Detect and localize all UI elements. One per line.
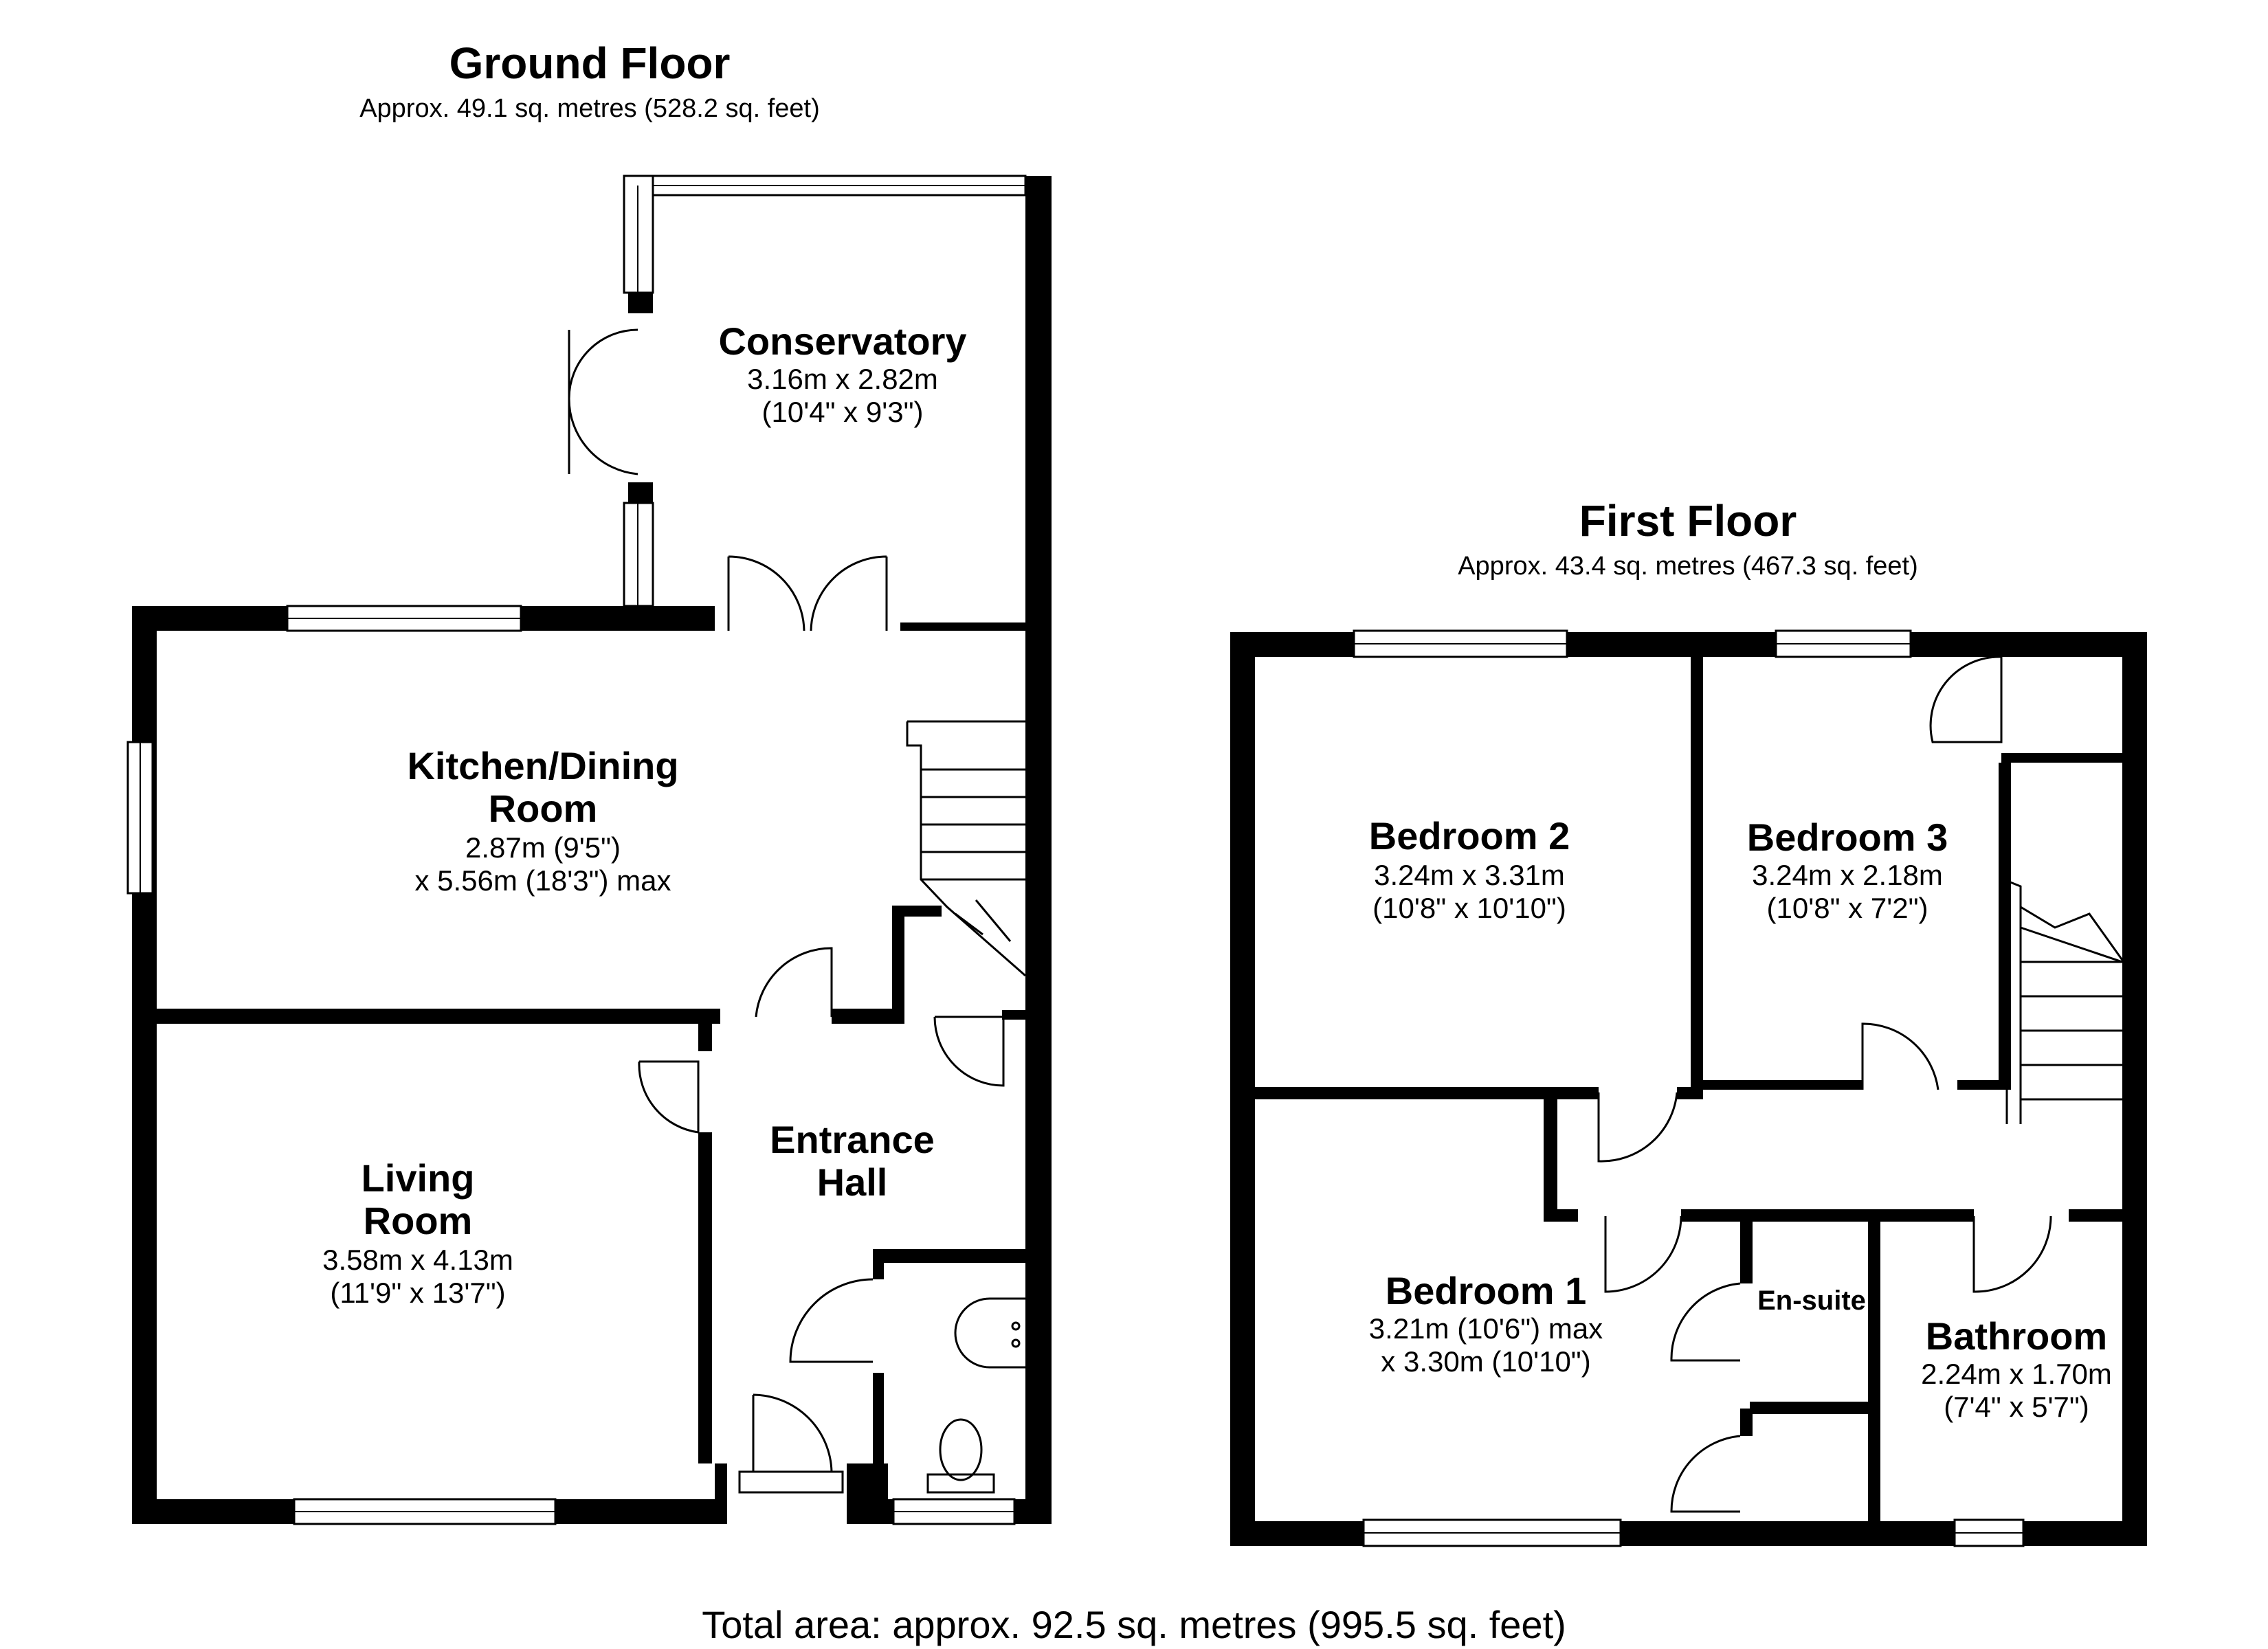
bedroom3-name: Bedroom 3 <box>1747 816 1948 859</box>
wash-basin <box>954 1297 1025 1369</box>
wall <box>1750 1402 1874 1414</box>
wall <box>832 1009 900 1024</box>
staircase <box>2005 879 2125 1124</box>
living-dim2: (11'9" x 13'7") <box>330 1277 505 1309</box>
door-swing <box>1670 1435 1741 1513</box>
ground-floor-plan <box>126 175 1052 1525</box>
living-dim1: 3.58m x 4.13m <box>322 1244 513 1276</box>
wall <box>1740 1222 1753 1283</box>
conservatory-dim1: 3.16m x 2.82m <box>747 363 938 395</box>
wall <box>698 1132 712 1463</box>
wall <box>873 1249 884 1279</box>
conservatory-name: Conservatory <box>718 319 966 363</box>
door-swing <box>1929 655 2003 743</box>
wall <box>715 1463 727 1524</box>
bathroom-name: Bathroom <box>1926 1314 2107 1358</box>
kitchen-name-line1: Kitchen/Dining <box>407 744 678 787</box>
wall <box>873 1249 1025 1263</box>
wall <box>1025 176 1052 1524</box>
door-swing <box>727 555 805 631</box>
wall <box>1740 1409 1753 1436</box>
wall <box>892 906 942 917</box>
kitchen-name-line2: Room <box>489 787 598 830</box>
conservatory-dim2: (10'4" x 9'3") <box>762 396 924 428</box>
wall <box>1544 1099 1557 1216</box>
ensuite-name: En-suite <box>1757 1286 1866 1316</box>
wall <box>1691 657 1703 1090</box>
living-name-line2: Room <box>364 1199 473 1242</box>
wall <box>873 1373 884 1499</box>
wall <box>1868 1222 1880 1521</box>
ground-floor-title: Ground Floor <box>449 38 731 88</box>
door-swing <box>752 1393 833 1472</box>
bedroom1-dim2: x 3.30m (10'10") <box>1381 1345 1590 1378</box>
door-swing <box>1861 1022 1939 1090</box>
wall <box>1230 632 1255 1546</box>
wall <box>157 1009 720 1024</box>
wall <box>1681 1209 1974 1222</box>
wall <box>1002 1010 1025 1020</box>
kitchen-dim1: 2.87m (9'5") <box>465 831 621 864</box>
door-swing <box>1670 1282 1741 1362</box>
kitchen-dim2: x 5.56m (18'3") max <box>414 864 671 897</box>
bedroom1-dim1: 3.21m (10'6") max <box>1369 1312 1603 1345</box>
door-swing <box>1604 1215 1682 1293</box>
door-swing <box>1597 1092 1678 1163</box>
toilet <box>926 1418 995 1494</box>
door-swing <box>789 1278 874 1363</box>
wall <box>698 1024 712 1051</box>
first-floor-area: Approx. 43.4 sq. metres (467.3 sq. feet) <box>1458 552 1918 581</box>
door-swing <box>568 398 638 475</box>
ground-floor-area: Approx. 49.1 sq. metres (528.2 sq. feet) <box>359 94 820 123</box>
wall <box>1999 763 2011 1090</box>
total-area: Total area: approx. 92.5 sq. metres (995… <box>702 1603 1566 1646</box>
wall <box>1544 1209 1578 1222</box>
hall-name-line2: Hall <box>817 1160 888 1204</box>
door-swing <box>638 1060 700 1134</box>
first-floor-plan <box>1230 629 2147 1547</box>
door-swing <box>568 328 638 399</box>
door-swing <box>810 555 888 631</box>
bedroom3-dim2: (10'8" x 7'2") <box>1767 892 1928 924</box>
bathroom-dim1: 2.24m x 1.70m <box>1921 1358 2112 1390</box>
wall <box>892 906 904 1024</box>
wall <box>1255 1087 1599 1099</box>
wall <box>628 293 653 313</box>
wall <box>2069 1209 2122 1222</box>
wall <box>2001 753 2122 763</box>
window <box>738 1470 844 1494</box>
bedroom3-dim1: 3.24m x 2.18m <box>1752 859 1943 891</box>
bedroom2-name: Bedroom 2 <box>1369 814 1570 857</box>
first-floor-title: First Floor <box>1579 496 1797 546</box>
staircase <box>906 720 1026 977</box>
wall <box>1703 1080 1863 1090</box>
hall-name-line1: Entrance <box>770 1118 935 1161</box>
wall <box>628 482 653 503</box>
wall <box>2122 632 2147 1546</box>
wall <box>1957 1080 1999 1090</box>
bathroom-dim2: (7'4" x 5'7") <box>1944 1391 2089 1423</box>
wall <box>900 622 1038 631</box>
door-swing <box>933 1016 1005 1087</box>
wall <box>1677 1087 1703 1099</box>
door-swing <box>755 947 833 1018</box>
bedroom1-name: Bedroom 1 <box>1386 1269 1587 1312</box>
bedroom2-dim2: (10'8" x 10'10") <box>1372 892 1566 924</box>
bedroom2-dim1: 3.24m x 3.31m <box>1374 859 1565 891</box>
door-swing <box>1972 1215 2052 1293</box>
living-name-line1: Living <box>362 1156 475 1200</box>
wall <box>632 606 715 631</box>
